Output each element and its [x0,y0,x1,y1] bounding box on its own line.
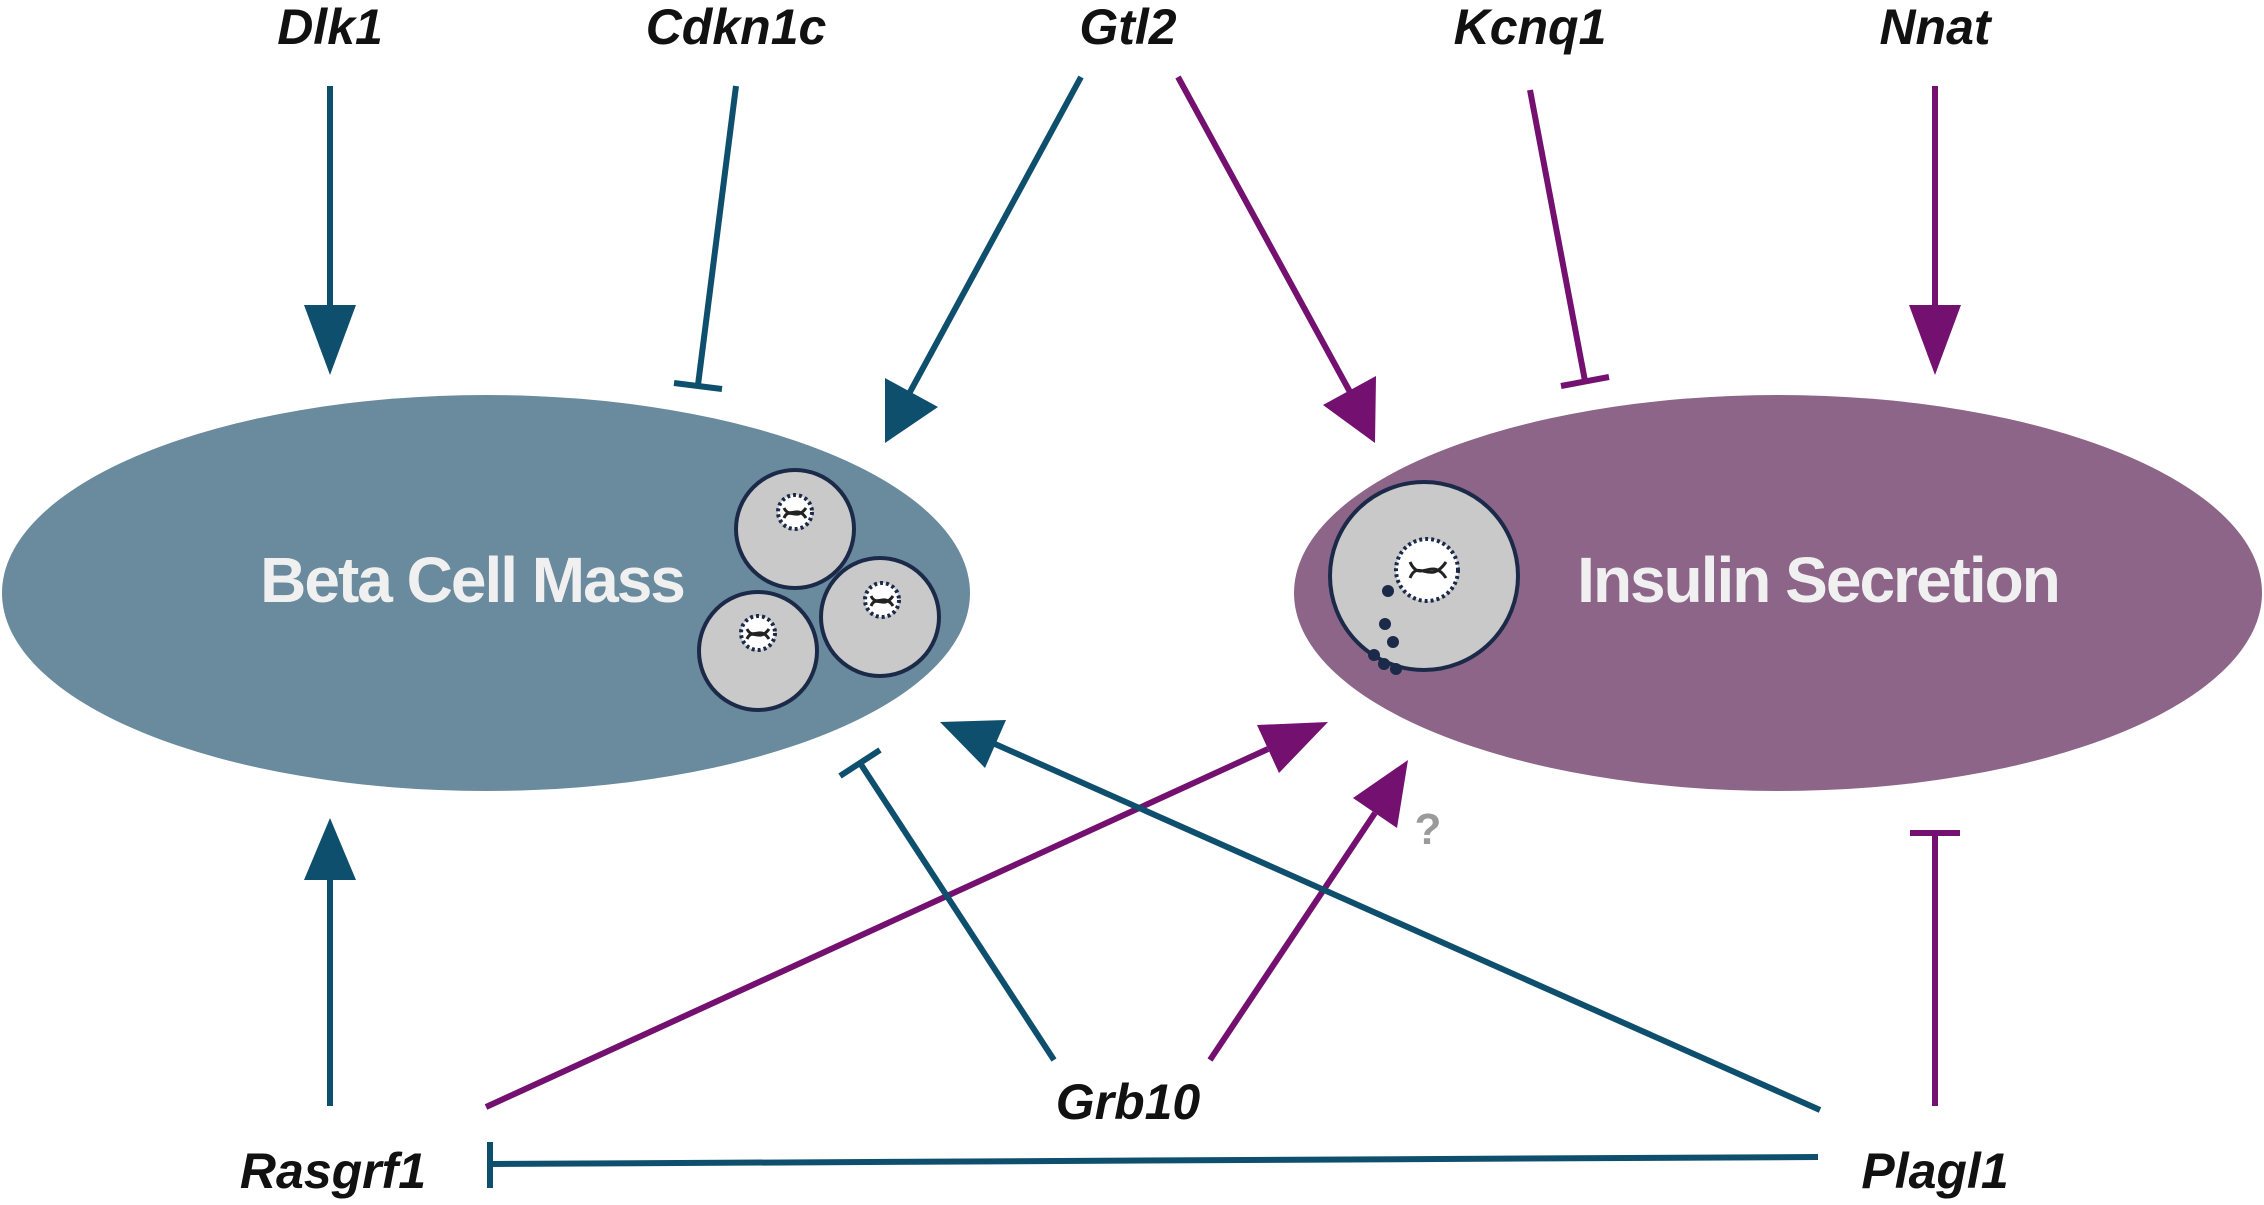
gene-label-gtl2: Gtl2 [1079,0,1176,55]
edge-dlk1-beta-cell-mass [304,86,356,375]
edge-kcnq1-insulin-secretion [1527,89,1610,389]
edge-plagl1-rasgrf1 [487,1142,1819,1188]
edge-cdkn1c-beta-cell-mass [673,85,739,392]
edge-plagl1-insulin-secretion [1910,830,1960,1106]
edge-gtl2-insulin-secretion [1175,75,1376,443]
edge-plagl1-beta-cell-mass [940,720,1822,1113]
gene-label-grb10: Grb10 [1056,1074,1201,1130]
beta-cell-mass-label: Beta Cell Mass [260,544,684,616]
edge-grb10-beta-cell-mass [838,747,1057,1062]
uncertain-mark: ? [1415,805,1442,854]
beta-cell-icon [734,468,856,590]
insulin-granule [1390,663,1402,675]
insulin-granule [1368,649,1380,661]
gene-label-nnat: Nnat [1879,0,1992,55]
gene-label-cdkn1c: Cdkn1c [646,0,827,55]
edge-nnat-insulin-secretion [1909,86,1961,375]
insulin-secreting-cell-icon [1328,480,1520,675]
beta-cell-icon [697,590,819,712]
gene-label-rasgrf1: Rasgrf1 [240,1143,426,1199]
edge-grb10-insulin-secretion: ? [1207,760,1442,1062]
edge-rasgrf1-beta-cell-mass [304,818,356,1106]
gene-label-kcnq1: Kcnq1 [1454,0,1607,55]
insulin-granule [1382,585,1394,597]
insulin-granule [1378,658,1390,670]
insulin-granule [1387,636,1399,648]
beta-cell-icon [819,556,941,678]
gene-label-plagl1: Plagl1 [1861,1143,2008,1199]
edge-gtl2-beta-cell-mass [885,75,1084,443]
insulin-secretion-region [1294,395,2262,791]
insulin-secretion-label: Insulin Secretion [1577,544,2059,616]
beta-cells-icon [697,468,941,712]
insulin-granule [1379,618,1391,630]
gene-label-dlk1: Dlk1 [277,0,383,55]
